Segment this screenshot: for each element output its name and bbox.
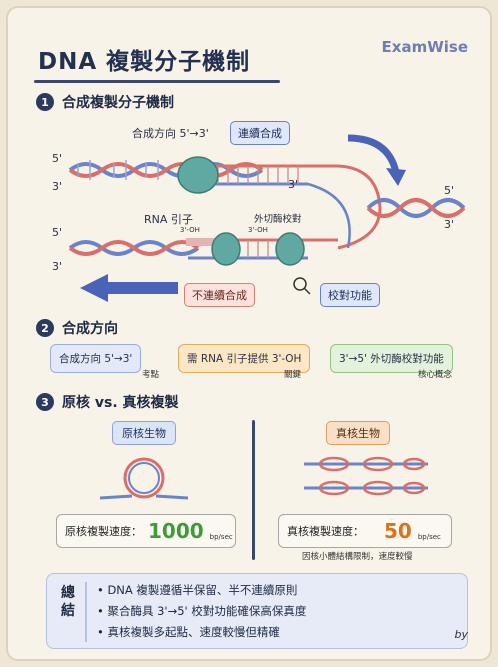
concept-note-exam-point: 考點 <box>142 370 160 380</box>
fork-arrow-head <box>386 168 406 186</box>
eukaryote-speed-label: 真核複製速度： <box>287 525 364 538</box>
section-2-heading: 2 合成方向 <box>36 318 118 338</box>
section-number-3: 3 <box>36 393 54 411</box>
direction-label: 合成方向 5'→3' <box>132 127 209 140</box>
lagging-template-red <box>68 240 200 256</box>
title-underline <box>34 80 280 83</box>
linear-chromosome-bottom <box>304 480 428 496</box>
eukaryote-tag: 真核生物 <box>326 421 390 445</box>
parent-helix-blue <box>366 198 466 218</box>
leading-strand-tag: 連續合成 <box>230 121 290 145</box>
eukaryote-speed-note: 因核小體結構限制，速度較慢 <box>302 552 413 562</box>
leading-ladder <box>217 166 299 184</box>
strand-end-3-right: 3' <box>444 218 455 231</box>
eukaryote-speed-unit: bp/sec <box>417 533 441 541</box>
parent-helix-red <box>366 198 466 218</box>
brand-logo: ExamWise <box>381 38 468 56</box>
summary-box: 總結 • DNA 複製遵循半保留、半不連續原則 • 聚合酶具 3'→5' 校對功… <box>46 573 468 649</box>
leading-polymerase <box>177 156 219 194</box>
primer-oh-left: 3'-OH <box>180 226 200 234</box>
fork-direction-arrow <box>347 134 400 173</box>
summary-separator <box>85 582 87 642</box>
rna-primer-segment <box>186 238 226 246</box>
circular-chromosome-inner <box>128 462 160 494</box>
section-2-title: 合成方向 <box>62 321 118 337</box>
genome-structure-diagrams <box>99 456 428 500</box>
magnifier-icon <box>293 277 307 291</box>
comparison-divider <box>252 420 255 560</box>
eukaryote-speed-value: 50 <box>384 519 412 543</box>
exonuclease-label: 外切酶校對 <box>254 214 302 225</box>
prokaryote-speed-value: 1000 <box>148 519 204 543</box>
concept-note-key: 關鍵 <box>284 370 302 380</box>
prokaryote-tag: 原核生物 <box>112 421 176 445</box>
section-1-title: 合成複製分子機制 <box>62 95 174 111</box>
concept-box-direction: 合成方向 5'→3' <box>50 344 142 373</box>
prokaryote-speed-unit: bp/sec <box>209 533 233 541</box>
section-1-heading: 1 合成複製分子機制 <box>36 92 174 112</box>
rna-primer-label: RNA 引子 <box>144 213 193 226</box>
prokaryote-speed-box: 原核複製速度： 1000 bp/sec <box>56 514 236 548</box>
circular-chromosome-outer <box>123 457 165 499</box>
lagging-strand-tag: 不連續合成 <box>184 283 255 307</box>
section-number-2: 2 <box>36 319 54 337</box>
replication-fork-diagram <box>68 134 466 302</box>
lagging-direction-arrow <box>80 274 178 302</box>
concept-box-proofreading: 3'→5' 外切酶校對功能 <box>330 344 453 373</box>
section-3-heading: 3 原核 vs. 真核複製 <box>36 392 179 412</box>
strand-end-5-right: 5' <box>444 184 455 197</box>
page-title: DNA 複製分子機制 <box>38 49 251 75</box>
leading-base-pairs <box>77 160 159 180</box>
signature: by <box>454 628 469 641</box>
leading-template-red-strand <box>68 162 264 178</box>
eukaryote-speed-box: 真核複製速度： 50 bp/sec <box>278 514 452 548</box>
section-3-title: 原核 vs. 真核複製 <box>62 395 179 411</box>
linear-chromosome-top <box>304 456 428 472</box>
summary-item-1: • DNA 複製遵循半保留、半不連續原則 <box>97 583 298 597</box>
prokaryote-speed-label: 原核複製速度： <box>65 525 142 538</box>
concept-box-primer: 需 RNA 引子提供 3'-OH <box>178 344 311 373</box>
fork-blue-strand <box>307 182 351 249</box>
primer-oh-right: 3'-OH <box>248 226 268 234</box>
strand-end-3-bottom: 3' <box>52 260 63 273</box>
summary-heading: 總結 <box>61 585 75 619</box>
strand-end-5-bottom: 5' <box>52 226 63 239</box>
concept-note-core: 核心概念 <box>418 370 453 380</box>
exonuclease-enzyme <box>275 232 305 266</box>
strand-end-3-middle: 3' <box>288 178 299 191</box>
summary-item-2: • 聚合酶具 3'→5' 校對功能確保高保真度 <box>97 604 307 618</box>
infographic-card: DNA 複製分子機制 ExamWise 1 合成複製分子機制 <box>6 6 492 661</box>
lagging-ladder <box>237 240 269 258</box>
proofreading-tag: 校對功能 <box>320 283 380 307</box>
summary-item-3: • 真核複製多起點、速度較慢但精確 <box>97 625 280 639</box>
strand-end-3-top: 3' <box>52 180 63 193</box>
strand-end-5-top: 5' <box>52 152 63 165</box>
lagging-polymerase <box>211 232 241 266</box>
fork-red-strand <box>337 164 382 250</box>
section-number-1: 1 <box>36 93 54 111</box>
